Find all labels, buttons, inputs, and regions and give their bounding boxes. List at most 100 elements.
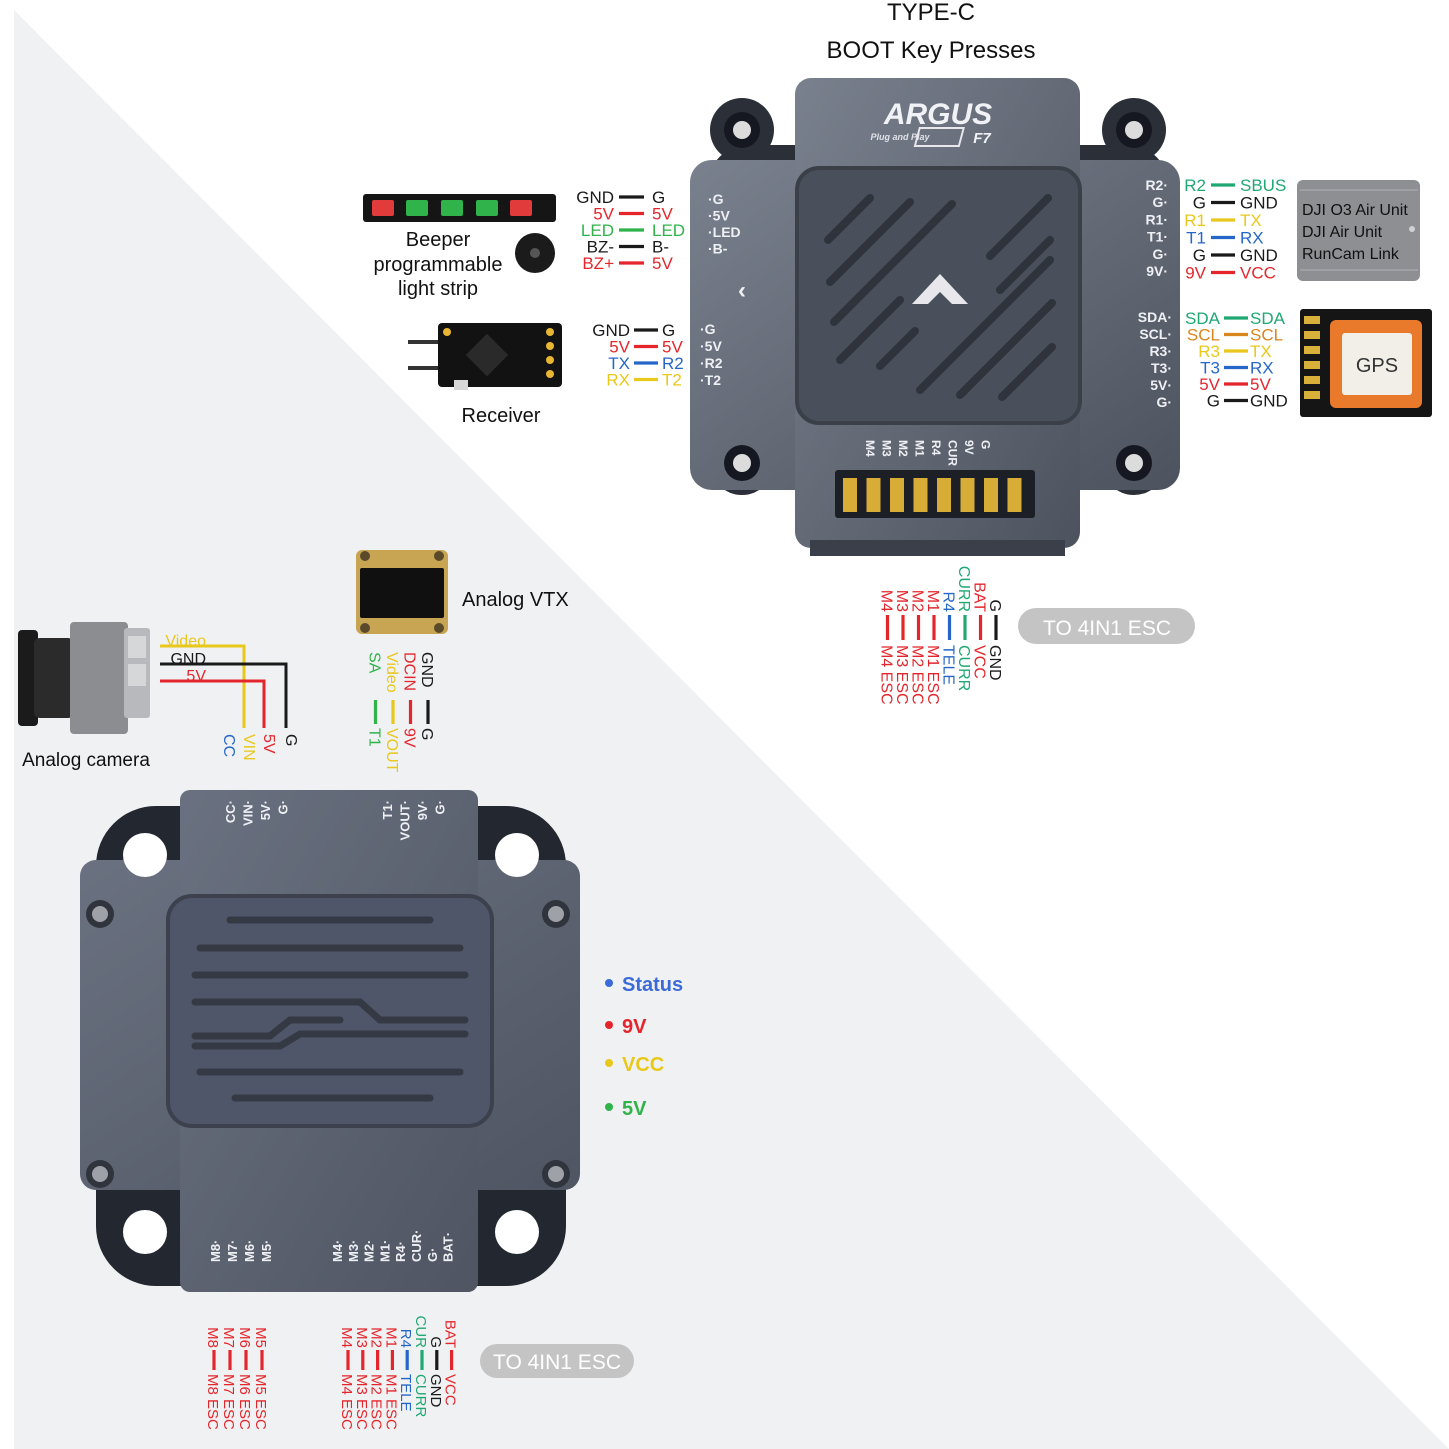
pdb-esc-pill: TO 4IN1 ESC bbox=[480, 1344, 634, 1378]
receiver-wire-left-label: TX bbox=[608, 354, 630, 373]
fc-pad-label: R2· bbox=[1145, 177, 1168, 193]
pdb-esc-wire-bottom-label: TELE bbox=[397, 1374, 414, 1412]
dji-wire-right-label: GND bbox=[1240, 194, 1278, 213]
pdb-esc-wire-top-label: CUR bbox=[412, 1316, 429, 1349]
receiver-module bbox=[408, 323, 562, 390]
legend-dot bbox=[605, 1103, 613, 1111]
pdb-esc-wire-bottom-label: M3 ESC bbox=[353, 1374, 370, 1430]
fc-pad-label: R1· bbox=[1145, 211, 1168, 227]
pdb-esc-wire-top-label: R4 bbox=[397, 1329, 414, 1348]
fc-pad-label: ·LED bbox=[708, 224, 741, 240]
fc-brand: ARGUS bbox=[883, 98, 992, 131]
fc-bottom-pad-label: M2 bbox=[896, 440, 910, 457]
chevron-left-icon: ‹ bbox=[738, 277, 746, 304]
pdb-esc-wire-bottom-label: M2 ESC bbox=[368, 1374, 385, 1430]
camera-pad-label: G bbox=[282, 734, 299, 746]
pdb-esc-wire-top-label: M8 bbox=[204, 1327, 221, 1348]
pdb-pad-label: VIN· bbox=[241, 800, 256, 826]
vtx-label: Analog VTX bbox=[462, 589, 569, 611]
beeper-wire-left-label: GND bbox=[576, 188, 614, 207]
pdb-pad-label: G· bbox=[276, 800, 291, 814]
gps-label: GPS bbox=[1356, 355, 1398, 377]
led-strip bbox=[363, 194, 556, 222]
pdb-pad-label: M1· bbox=[377, 1240, 392, 1262]
fc-esc-wire-bottom-label: M2 ESC bbox=[909, 645, 926, 705]
dji-wire-left-label: 9V bbox=[1185, 264, 1206, 283]
fc-esc-wire-bottom-label: M4 ESC bbox=[878, 645, 895, 705]
legend-label: Status bbox=[622, 974, 683, 996]
receiver-wire-right-label: R2 bbox=[662, 354, 684, 373]
dji-line-2: DJI Air Unit bbox=[1302, 224, 1383, 241]
receiver-wire-left-label: 5V bbox=[609, 338, 630, 357]
dji-wire-left-label: R2 bbox=[1184, 176, 1206, 195]
gps-wire-left-label: T3 bbox=[1200, 359, 1220, 378]
fc-pad-label: R3· bbox=[1149, 343, 1172, 359]
pdb-pad-label: G· bbox=[433, 800, 448, 814]
dji-wire-right-label: RX bbox=[1240, 229, 1264, 248]
vtx-wire-bottom-label: T1 bbox=[366, 728, 383, 747]
beeper-wire-right-label: 5V bbox=[652, 205, 673, 224]
fc-title-line2: BOOT Key Presses bbox=[827, 37, 1036, 64]
legend-dot bbox=[605, 1059, 613, 1067]
vtx-wire-top-label: GND bbox=[418, 652, 435, 688]
beeper-label-line3: light strip bbox=[398, 278, 478, 300]
fc-esc-wire-top-label: R4 bbox=[940, 592, 957, 613]
gps-wire-left-label: G bbox=[1207, 392, 1220, 411]
pdb-esc-wire-bottom-label: M8 ESC bbox=[204, 1374, 221, 1430]
fc-esc-wire-top-label: G bbox=[986, 600, 1003, 612]
fc-esc-wire-bottom-label: M1 ESC bbox=[924, 645, 941, 705]
pdb-pad-label: CC· bbox=[223, 800, 238, 823]
camera-pad-label: CC bbox=[220, 734, 237, 757]
legend-label: 9V bbox=[622, 1016, 647, 1038]
pdb-pad-label: M4· bbox=[330, 1240, 345, 1262]
fc-pad-label: ·G bbox=[708, 191, 724, 207]
camera-pad-label: 5V bbox=[260, 734, 277, 754]
fc-pad-label: SCL· bbox=[1139, 326, 1172, 342]
camera-gnd-wire bbox=[160, 662, 288, 728]
fc-esc-wire-top-label: M4 bbox=[878, 590, 895, 612]
fc-pad-label: ·R2 bbox=[700, 355, 723, 371]
legend-label: 5V bbox=[622, 1098, 647, 1120]
pdb-pad-label: M5· bbox=[259, 1240, 274, 1262]
fc-esc-wire-top-label: CURR bbox=[955, 566, 972, 612]
fc-pad-label: ·G bbox=[700, 321, 716, 337]
beeper-wire-left-label: BZ- bbox=[587, 238, 614, 257]
pdb-pad-label: 5V· bbox=[258, 800, 273, 820]
fc-esc-wire-top-label: M3 bbox=[893, 590, 910, 612]
beeper-wire-right-label: LED bbox=[652, 221, 685, 240]
dji-wire-right-label: GND bbox=[1240, 246, 1278, 265]
fc-pad-label: ·T2 bbox=[700, 372, 721, 388]
fc-esc-wire-top-label: M1 bbox=[924, 590, 941, 612]
fc-pad-label: T1· bbox=[1147, 229, 1168, 245]
dji-wire-right-label: SBUS bbox=[1240, 176, 1286, 195]
pdb-pad-label: M8· bbox=[208, 1240, 223, 1262]
legend-dot bbox=[605, 1021, 613, 1029]
fc-pad-label: T3· bbox=[1151, 360, 1172, 376]
fc-title-line1: TYPE-C bbox=[887, 0, 975, 26]
pdb-esc-wire-bottom-label: M6 ESC bbox=[236, 1374, 253, 1430]
fc-pad-label: SDA· bbox=[1138, 309, 1172, 325]
receiver-label: Receiver bbox=[462, 405, 541, 427]
receiver-wire-right-label: G bbox=[662, 321, 675, 340]
receiver-wire-right-label: T2 bbox=[662, 371, 682, 390]
fc-esc-wire-top-label: M2 bbox=[909, 590, 926, 612]
pdb-pad-label: T1· bbox=[380, 800, 395, 820]
connector-pin bbox=[1007, 478, 1022, 512]
pdb-esc-wire-bottom-label: VCC bbox=[442, 1374, 459, 1406]
camera-5v-wire bbox=[160, 679, 266, 728]
pdb-esc-wire-top-label: G bbox=[427, 1336, 444, 1348]
fc-esc-wire-bottom-label: M3 ESC bbox=[893, 645, 910, 705]
fc-pad-label: ·5V bbox=[708, 208, 730, 224]
fc-esc-wire-bottom-label: GND bbox=[986, 645, 1003, 681]
vtx-wire-bottom-label: G bbox=[418, 728, 435, 740]
fc-pad-label: G· bbox=[1152, 194, 1168, 210]
